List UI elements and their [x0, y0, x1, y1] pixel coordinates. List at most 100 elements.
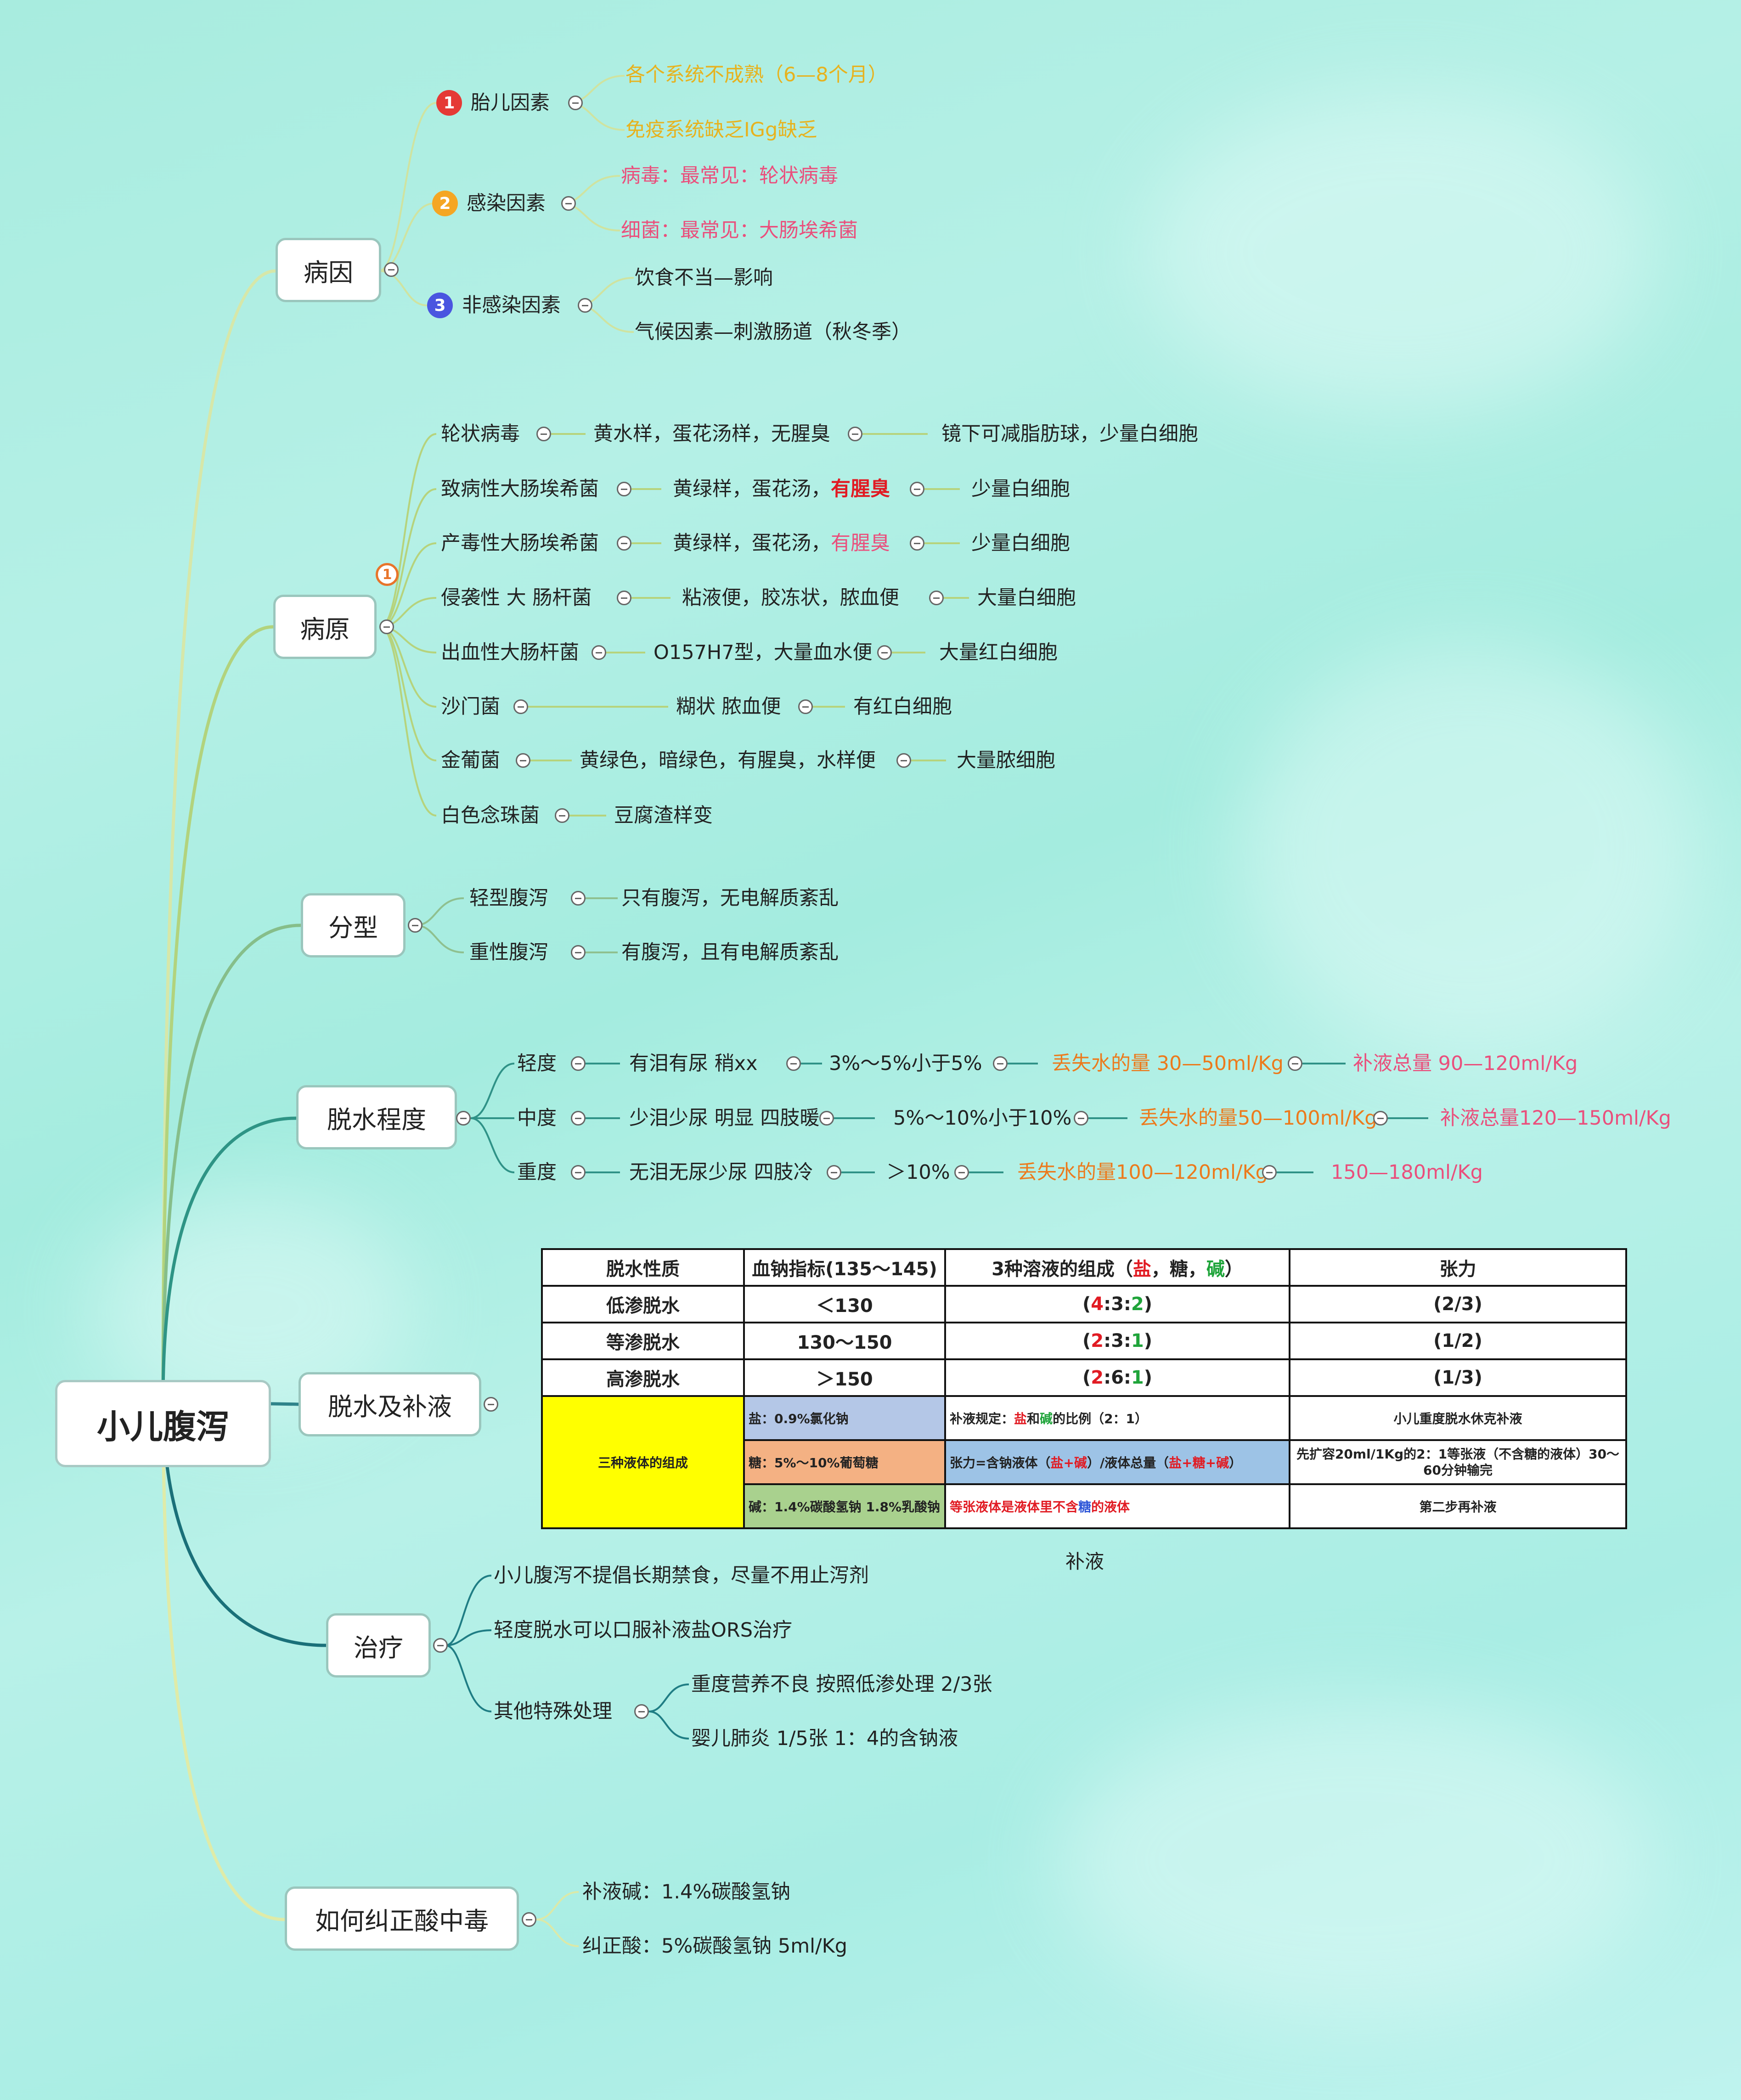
collapse-toggle[interactable] [516, 753, 530, 768]
dehydration-total[interactable]: 150—180ml/Kg [1331, 1161, 1483, 1184]
collapse-toggle[interactable] [571, 1111, 586, 1126]
collapse-toggle[interactable] [571, 1056, 586, 1071]
collapse-toggle[interactable] [848, 427, 862, 441]
pathogen-name[interactable]: 出血性大肠杆菌 [441, 641, 579, 664]
branch-pathogen[interactable]: 病原 [273, 595, 377, 659]
collapse-toggle[interactable] [571, 1165, 586, 1180]
branch-types[interactable]: 分型 [301, 893, 406, 957]
collapse-toggle[interactable] [1074, 1111, 1088, 1126]
root-topic[interactable]: 小儿腹泻 [55, 1380, 271, 1467]
pathogen-micro[interactable]: 少量白细胞 [971, 478, 1070, 501]
branch-etiology[interactable]: 病因 [276, 238, 381, 302]
pathogen-micro[interactable]: 大量脓细胞 [957, 749, 1055, 772]
dehydration-loss[interactable]: 丢失水的量 30—50ml/Kg [1052, 1052, 1284, 1075]
pathogen-name[interactable]: 侵袭性 大 肠杆菌 [441, 586, 592, 609]
dehydration-level[interactable]: 中度 [517, 1107, 557, 1130]
pathogen-micro[interactable]: 大量白细胞 [977, 586, 1076, 609]
dehydration-sign[interactable]: 少泪少尿 明显 四肢暖 [629, 1107, 820, 1130]
collapse-toggle[interactable] [536, 427, 551, 441]
collapse-toggle[interactable] [786, 1056, 801, 1071]
treatment-special-item[interactable]: 重度营养不良 按照低渗处理 2/3张 [691, 1673, 992, 1696]
collapse-toggle[interactable] [484, 1397, 498, 1412]
treatment-item[interactable]: 小儿腹泻不提倡长期禁食，尽量不用止泻剂 [494, 1564, 869, 1587]
etiology-item[interactable]: 细菌：最常见：大肠埃希菌 [621, 219, 858, 242]
collapse-toggle[interactable] [522, 1912, 536, 1927]
pathogen-stool[interactable]: 粘液便，胶冻状，脓血便 [682, 586, 899, 609]
pathogen-micro[interactable]: 大量红白细胞 [939, 641, 1058, 664]
collapse-toggle[interactable] [877, 645, 892, 660]
collapse-toggle[interactable] [993, 1056, 1008, 1071]
type-name[interactable]: 重性腹泻 [469, 941, 548, 964]
collapse-toggle[interactable] [954, 1165, 969, 1180]
type-desc[interactable]: 只有腹泻，无电解质紊乱 [621, 887, 839, 910]
acidosis-item[interactable]: 补液碱：1.4%碳酸氢钠 [582, 1880, 791, 1903]
pathogen-micro[interactable]: 有红白细胞 [853, 695, 952, 718]
collapse-toggle[interactable] [910, 536, 924, 551]
collapse-toggle[interactable] [513, 699, 528, 714]
etiology-group-label[interactable]: 非感染因素 [462, 294, 561, 317]
branch-treatment[interactable]: 治疗 [326, 1613, 431, 1678]
pathogen-micro[interactable]: 镜下可减脂肪球，少量白细胞 [941, 422, 1198, 445]
collapse-toggle[interactable] [819, 1111, 834, 1126]
pathogen-name[interactable]: 轮状病毒 [441, 422, 520, 445]
collapse-toggle[interactable] [827, 1165, 841, 1180]
dehydration-percent[interactable]: 5%～10%小于10% [893, 1107, 1072, 1130]
collapse-toggle[interactable] [1262, 1165, 1277, 1180]
dehydration-loss[interactable]: 丢失水的量100—120ml/Kg [1017, 1161, 1268, 1184]
pathogen-stool[interactable]: 黄绿色，暗绿色，有腥臭，水样便 [580, 749, 876, 772]
collapse-toggle[interactable] [1288, 1056, 1302, 1071]
type-name[interactable]: 轻型腹泻 [469, 887, 548, 910]
treatment-item[interactable]: 轻度脱水可以口服补液盐ORS治疗 [494, 1619, 793, 1642]
dehydration-level[interactable]: 轻度 [517, 1052, 557, 1075]
dehydration-total[interactable]: 补液总量120—150ml/Kg [1440, 1107, 1671, 1130]
branch-acidosis[interactable]: 如何纠正酸中毒 [285, 1886, 519, 1951]
collapse-toggle[interactable] [896, 753, 911, 768]
collapse-toggle[interactable] [617, 591, 631, 605]
pathogen-stool[interactable]: 黄水样，蛋花汤样，无腥臭 [593, 422, 830, 445]
collapse-toggle[interactable] [456, 1111, 471, 1126]
dehydration-level[interactable]: 重度 [517, 1161, 557, 1184]
collapse-toggle[interactable] [592, 645, 606, 660]
etiology-item[interactable]: 饮食不当—影响 [635, 266, 773, 289]
collapse-toggle[interactable] [571, 891, 586, 906]
pathogen-stool[interactable]: 黄绿样，蛋花汤，有腥臭 [673, 534, 890, 553]
collapse-toggle[interactable] [929, 591, 944, 605]
collapse-toggle[interactable] [617, 482, 631, 496]
collapse-toggle[interactable] [1373, 1111, 1388, 1126]
collapse-toggle[interactable] [571, 945, 586, 960]
dehydration-total[interactable]: 补液总量 90—120ml/Kg [1353, 1052, 1578, 1075]
pathogen-name[interactable]: 金葡菌 [441, 749, 500, 772]
collapse-toggle[interactable] [408, 918, 423, 933]
dehydration-percent[interactable]: 3%～5%小于5% [829, 1052, 982, 1075]
collapse-toggle[interactable] [561, 196, 576, 211]
pathogen-name[interactable]: 沙门菌 [441, 695, 500, 718]
acidosis-item[interactable]: 纠正酸：5%碳酸氢钠 5ml/Kg [582, 1935, 848, 1958]
etiology-group-label[interactable]: 胎儿因素 [471, 91, 550, 114]
collapse-toggle[interactable] [634, 1704, 649, 1719]
collapse-toggle[interactable] [617, 536, 631, 551]
pathogen-stool[interactable]: 黄绿样，蛋花汤，有腥臭 [673, 479, 890, 499]
treatment-special-item[interactable]: 婴儿肺炎 1/5张 1：4的含钠液 [691, 1727, 958, 1750]
collapse-toggle[interactable] [568, 96, 583, 110]
etiology-item[interactable]: 各个系统不成熟（6—8个月） [625, 63, 888, 86]
collapse-toggle[interactable] [384, 262, 399, 277]
pathogen-stool[interactable]: 糊状 脓血便 [676, 695, 781, 718]
collapse-toggle[interactable] [910, 482, 924, 496]
etiology-item[interactable]: 病毒：最常见：轮状病毒 [621, 164, 838, 187]
collapse-toggle[interactable] [433, 1638, 448, 1653]
dehydration-percent[interactable]: ＞10% [886, 1161, 950, 1184]
dehydration-sign[interactable]: 有泪有尿 稍xx [629, 1052, 758, 1075]
etiology-group-label[interactable]: 感染因素 [467, 192, 546, 215]
branch-fluid[interactable]: 脱水及补液 [299, 1372, 481, 1436]
pathogen-micro[interactable]: 少量白细胞 [971, 532, 1070, 555]
dehydration-sign[interactable]: 无泪无尿少尿 四肢冷 [629, 1161, 813, 1184]
treatment-special-label[interactable]: 其他特殊处理 [494, 1700, 612, 1723]
collapse-toggle[interactable] [578, 298, 592, 313]
collapse-toggle[interactable] [798, 699, 813, 714]
pathogen-stool[interactable]: 豆腐渣样变 [614, 804, 713, 827]
pathogen-name[interactable]: 致病性大肠埃希菌 [441, 478, 599, 501]
branch-dehydration[interactable]: 脱水程度 [296, 1085, 457, 1149]
collapse-toggle[interactable] [379, 619, 394, 634]
pathogen-name[interactable]: 产毒性大肠埃希菌 [441, 532, 599, 555]
etiology-item[interactable]: 免疫系统缺乏IGg缺乏 [625, 118, 817, 141]
